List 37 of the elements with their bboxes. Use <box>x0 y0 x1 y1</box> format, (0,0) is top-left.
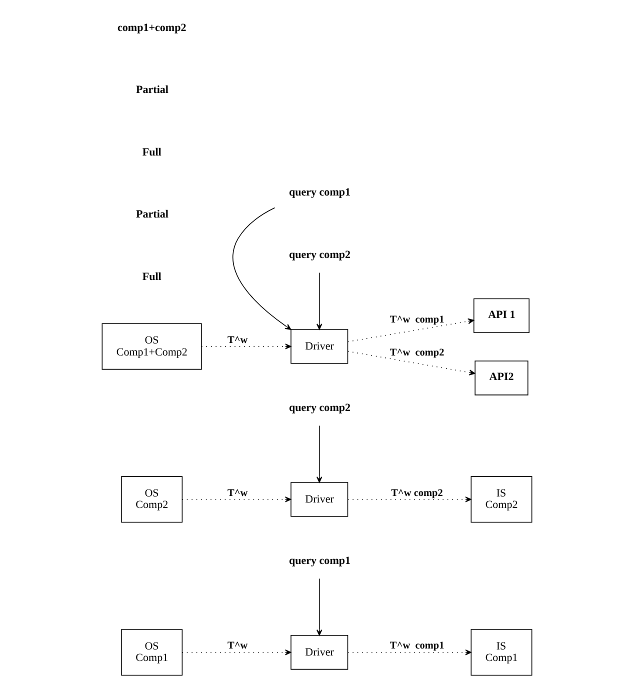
node-box: Driver <box>290 635 348 670</box>
arrow <box>348 318 474 342</box>
label: Full <box>142 146 162 158</box>
edge-label: T^w comp1 <box>390 640 444 652</box>
node-box: Driver <box>290 329 348 364</box>
arrow <box>348 650 472 656</box>
label: Full <box>142 270 162 283</box>
node-box: Driver <box>290 482 348 517</box>
edge-label: T^w <box>228 334 248 346</box>
arrow <box>316 425 322 483</box>
label: Partial <box>136 208 168 221</box>
label: Partial <box>136 84 168 96</box>
node-text: query comp2 <box>289 248 351 261</box>
node-box: OS Comp1 <box>121 629 183 676</box>
node-box: IS Comp1 <box>470 629 532 676</box>
label: comp1+comp2 <box>118 22 186 34</box>
node-box: API2 <box>474 360 528 396</box>
edge-label: T^w <box>228 640 248 652</box>
edge-label: T^w <box>228 488 248 499</box>
edge-label: T^w comp1 <box>390 314 444 326</box>
arrow <box>348 350 476 376</box>
node-box: OS Comp1+Comp2 <box>102 323 202 370</box>
edge-label: T^w comp2 <box>390 347 444 358</box>
node-text: query comp1 <box>289 554 351 567</box>
arrow <box>182 496 292 502</box>
node-text: query comp1 <box>289 186 351 199</box>
arrow <box>316 272 322 330</box>
node-box: IS Comp2 <box>470 476 532 523</box>
arrow <box>182 650 292 656</box>
arrow <box>316 578 322 636</box>
edge-label: T^w comp2 <box>391 488 443 499</box>
arrow <box>232 207 292 330</box>
node-box: OS Comp2 <box>121 476 183 523</box>
node-box: API 1 <box>474 298 530 334</box>
node-text: query comp2 <box>289 402 351 414</box>
arrow <box>348 496 472 502</box>
arrow <box>201 344 292 350</box>
